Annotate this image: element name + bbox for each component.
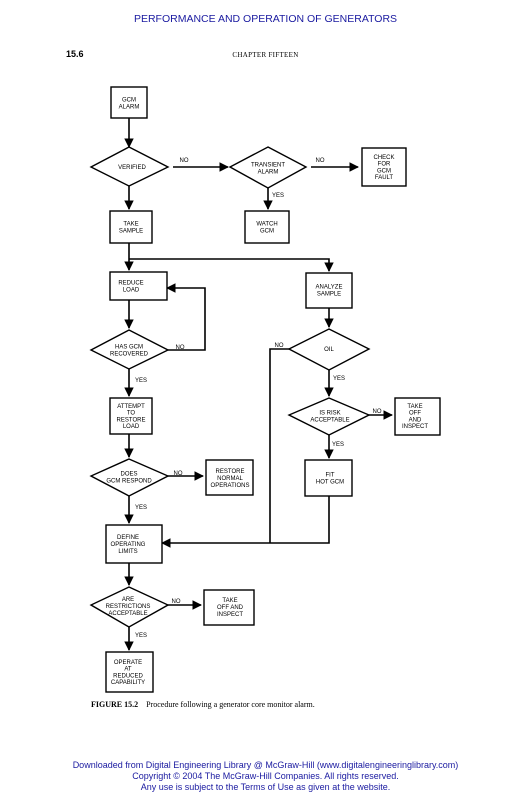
label-oil: OIL (324, 347, 334, 353)
diamond-transient-alarm (228, 146, 308, 189)
edge-label-oil-yes: YES (333, 376, 345, 382)
diamond-oil (287, 328, 371, 371)
box-define-limits (105, 524, 163, 564)
box-restore-normal (205, 459, 254, 496)
box-reduce-load (109, 271, 168, 301)
box-take-off-inspect-2 (203, 589, 255, 626)
edge-take-sample-analyze (129, 258, 334, 272)
box-operate-reduced (105, 651, 154, 693)
edge-label-respond-no: NO (174, 471, 183, 477)
box-take-off-inspect-1 (394, 397, 441, 436)
box-fit-hot-gcm (304, 459, 353, 497)
edge-label-restrictions-yes: YES (135, 633, 147, 639)
box-take-sample (109, 210, 153, 244)
edge-label-risk-yes: YES (332, 442, 344, 448)
edge-label-respond-yes: YES (135, 505, 147, 511)
diamond-are-restrictions-acceptable (89, 586, 170, 628)
diamond-is-risk-acceptable (287, 397, 371, 436)
box-gcm-alarm (110, 86, 148, 119)
connectors (124, 118, 393, 651)
figure-caption-text: Procedure following a generator core mon… (146, 700, 315, 709)
nodes (89, 86, 441, 693)
diamond-verified (89, 146, 170, 187)
edge-label-recovered-no: NO (176, 345, 185, 351)
edge-label-restrictions-no: NO (172, 599, 181, 605)
box-check-fault (361, 147, 407, 187)
edge-oil-no (269, 348, 291, 543)
edge-label-oil-no: NO (275, 343, 284, 349)
edge-fit-define (161, 496, 330, 548)
label-verified: VERIFIED (118, 165, 146, 171)
box-watch-gcm (244, 210, 290, 244)
edge-label-transient-no: NO (316, 158, 325, 164)
edge-label-recovered-yes: YES (135, 378, 147, 384)
footer: Downloaded from Digital Engineering Libr… (0, 760, 531, 793)
edge-recovered-reduce-loop (166, 283, 206, 351)
chapter-heading: CHAPTER FIFTEEN (232, 51, 299, 59)
figure-caption: FIGURE 15.2 Procedure following a generat… (91, 700, 315, 709)
page-number: 15.6 (66, 49, 84, 59)
footer-copyright-line: Copyright © 2004 The McGraw-Hill Compani… (132, 771, 399, 781)
box-analyze-sample (305, 272, 353, 309)
edge-label-verified-no: NO (180, 158, 189, 164)
footer-terms-line: Any use is subject to the Terms of Use a… (140, 782, 391, 792)
figure-number: FIGURE 15.2 (91, 700, 139, 709)
edge-label-risk-no: NO (373, 409, 382, 415)
diamond-does-gcm-respond (89, 458, 170, 497)
diamond-has-gcm-recovered (89, 329, 170, 370)
box-attempt-restore (109, 397, 153, 435)
footer-download-line: Downloaded from Digital Engineering Libr… (72, 760, 459, 770)
running-title: PERFORMANCE AND OPERATION OF GENERATORS (133, 13, 398, 25)
edge-label-transient-yes: YES (272, 193, 284, 199)
